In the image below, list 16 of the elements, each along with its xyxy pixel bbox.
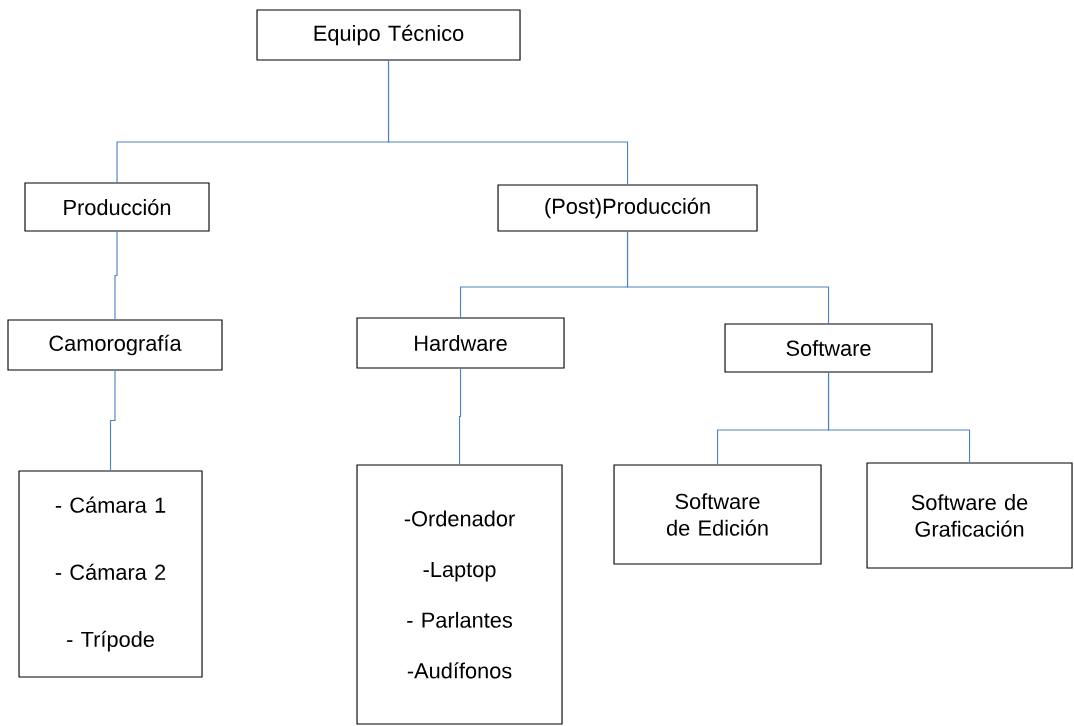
label-box: Camorografía [7, 319, 223, 371]
list-box: -Ordenador -Laptop - Parlantes -Audífonos [356, 464, 563, 725]
label-box: Hardware [356, 317, 565, 369]
connector-line [114, 231, 118, 320]
label-box: Software de Graficación [866, 462, 1073, 569]
connector-line [827, 372, 971, 463]
connector-line [387, 60, 629, 185]
label-box: Software de Edición [613, 464, 822, 565]
label-box: (Post)Producción [497, 184, 758, 232]
connector-line [458, 368, 462, 465]
label-box: Software [724, 323, 933, 373]
list-box: - Cámara 1 - Cámara 2 - Trípode [18, 470, 203, 678]
label-box: Equipo Técnico [256, 9, 521, 61]
connector-line [109, 370, 116, 471]
connector-line [626, 231, 830, 324]
label-box: Producción [24, 182, 210, 232]
